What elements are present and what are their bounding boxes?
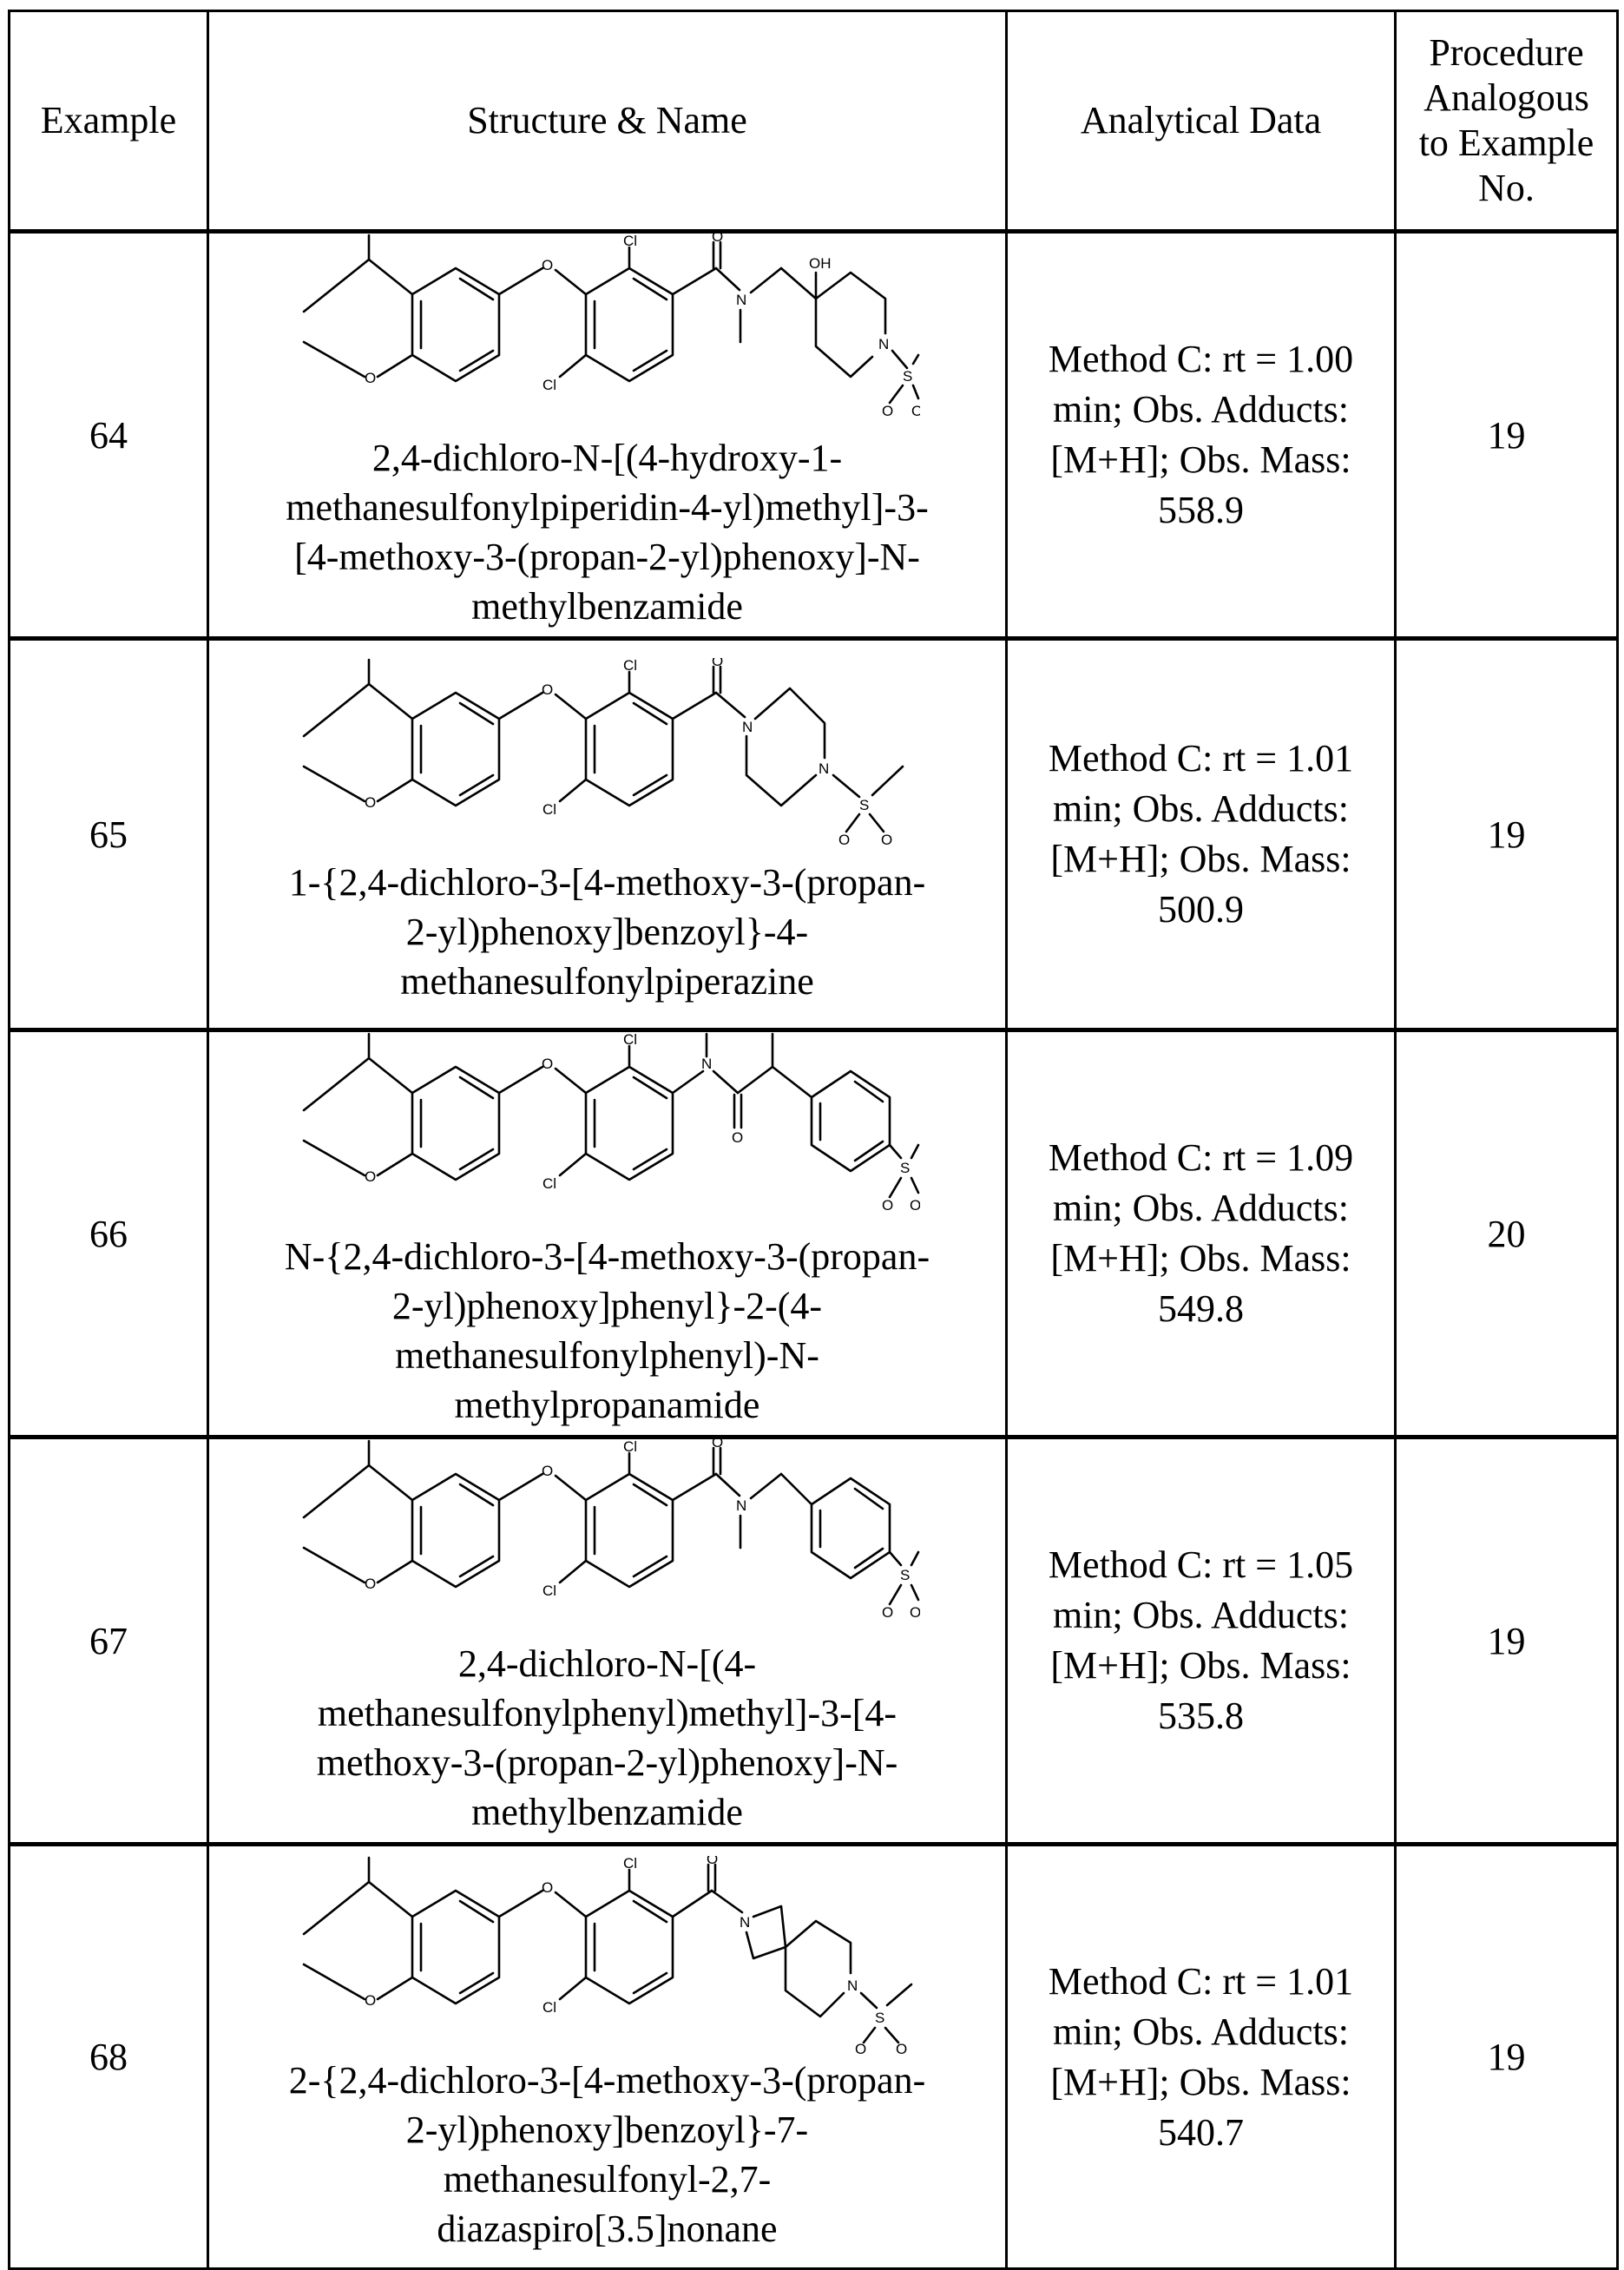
header-structure-name: Structure & Name bbox=[208, 11, 1007, 232]
svg-text:O: O bbox=[365, 1168, 376, 1185]
analytical-data: Method C: rt = 1.01min; Obs. Adducts:[M+… bbox=[1007, 1845, 1396, 2269]
chemical-structure-diagram: O O Cl Cl O N N S O O bbox=[295, 658, 920, 858]
svg-text:Cl: Cl bbox=[542, 1175, 556, 1192]
procedure-example-number: 19 bbox=[1396, 1845, 1618, 2269]
svg-text:O: O bbox=[365, 1992, 376, 2009]
svg-text:S: S bbox=[903, 368, 912, 385]
svg-text:Cl: Cl bbox=[542, 1582, 556, 1599]
structure-and-name-cell: O O Cl Cl O N S OO 2,4-dichloro- bbox=[208, 1438, 1007, 1845]
svg-text:Cl: Cl bbox=[623, 234, 637, 249]
table-header-row: Example Structure & Name Analytical Data… bbox=[10, 11, 1618, 232]
analytical-data: Method C: rt = 1.05min; Obs. Adducts:[M+… bbox=[1007, 1438, 1396, 1845]
svg-text:Cl: Cl bbox=[623, 658, 637, 674]
svg-text:OH: OH bbox=[809, 255, 832, 272]
procedure-example-number: 19 bbox=[1396, 1438, 1618, 1845]
svg-text:O: O bbox=[542, 257, 553, 273]
svg-text:O: O bbox=[542, 1879, 553, 1896]
svg-text:O: O bbox=[707, 1856, 718, 1867]
svg-text:N: N bbox=[878, 336, 889, 352]
structure-and-name-cell: O O Cl Cl O N N S O O 1-{2,4-dichloro-3-[… bbox=[208, 639, 1007, 1030]
example-number: 65 bbox=[10, 639, 208, 1030]
svg-text:N: N bbox=[742, 719, 753, 735]
procedure-example-number: 19 bbox=[1396, 639, 1618, 1030]
svg-text:S: S bbox=[900, 1567, 910, 1583]
svg-text:Cl: Cl bbox=[542, 1999, 556, 2016]
table-row: 67 O O Cl Cl O N S bbox=[10, 1438, 1618, 1845]
structure-and-name-cell: O O Cl Cl O N N S O O 2-{2,4-dichloro-3-[… bbox=[208, 1845, 1007, 2269]
svg-text:O: O bbox=[732, 1129, 743, 1146]
svg-text:Cl: Cl bbox=[623, 1856, 637, 1872]
svg-text:O: O bbox=[365, 1576, 376, 1592]
structure-and-name-cell: O O Cl Cl N O S OO N-{2 bbox=[208, 1030, 1007, 1438]
svg-text:Cl: Cl bbox=[623, 1439, 637, 1455]
svg-text:O: O bbox=[881, 832, 892, 848]
svg-text:S: S bbox=[900, 1160, 910, 1176]
svg-text:Cl: Cl bbox=[623, 1032, 637, 1048]
compound-name: 2,4-dichloro-N-[(4-methanesulfonylphenyl… bbox=[209, 1639, 1005, 1842]
svg-text:O: O bbox=[855, 2041, 866, 2056]
analytical-data: Method C: rt = 1.09min; Obs. Adducts:[M+… bbox=[1007, 1030, 1396, 1438]
example-number: 68 bbox=[10, 1845, 208, 2269]
svg-text:O: O bbox=[712, 658, 723, 669]
header-procedure: Procedure Analogous to Example No. bbox=[1396, 11, 1618, 232]
svg-text:O: O bbox=[542, 681, 553, 698]
svg-text:Cl: Cl bbox=[542, 377, 556, 393]
svg-text:O: O bbox=[882, 1197, 893, 1214]
svg-text:S: S bbox=[859, 797, 869, 813]
example-number: 67 bbox=[10, 1438, 208, 1845]
svg-text:O: O bbox=[838, 832, 850, 848]
svg-text:O: O bbox=[712, 1439, 723, 1451]
svg-text:O: O bbox=[542, 1463, 553, 1479]
analytical-data: Method C: rt = 1.00min; Obs. Adducts:[M+… bbox=[1007, 232, 1396, 639]
svg-text:O: O bbox=[542, 1056, 553, 1072]
example-number: 66 bbox=[10, 1030, 208, 1438]
svg-text:O: O bbox=[712, 234, 723, 245]
svg-text:O: O bbox=[911, 403, 920, 419]
svg-text:N: N bbox=[736, 1497, 746, 1514]
svg-text:O: O bbox=[910, 1197, 920, 1214]
procedure-example-number: 19 bbox=[1396, 232, 1618, 639]
chemical-structure-diagram: O O Cl Cl O N S OO bbox=[295, 1439, 920, 1639]
compound-name: N-{2,4-dichloro-3-[4-methoxy-3-(propan-2… bbox=[209, 1232, 1005, 1435]
svg-text:N: N bbox=[819, 760, 829, 777]
svg-text:O: O bbox=[365, 794, 376, 811]
header-example: Example bbox=[10, 11, 208, 232]
table-row: 66 O O Cl Cl N O bbox=[10, 1030, 1618, 1438]
header-analytical-data: Analytical Data bbox=[1007, 11, 1396, 232]
compound-table: Example Structure & Name Analytical Data… bbox=[8, 10, 1619, 2270]
structure-and-name-cell: O O Cl Cl O N OH N S bbox=[208, 232, 1007, 639]
analytical-data: Method C: rt = 1.01min; Obs. Adducts:[M+… bbox=[1007, 639, 1396, 1030]
table-row: 65 O O Cl Cl O N N S bbox=[10, 639, 1618, 1030]
compound-name: 2-{2,4-dichloro-3-[4-methoxy-3-(propan-2… bbox=[209, 2056, 1005, 2259]
svg-text:S: S bbox=[875, 2010, 884, 2026]
compound-name: 2,4-dichloro-N-[(4-hydroxy-1-methanesulf… bbox=[209, 433, 1005, 636]
svg-text:O: O bbox=[365, 370, 376, 386]
svg-text:O: O bbox=[882, 403, 893, 419]
compound-name: 1-{2,4-dichloro-3-[4-methoxy-3-(propan-2… bbox=[209, 858, 1005, 1011]
chemical-structure-diagram: O O Cl Cl O N OH N S bbox=[295, 234, 920, 433]
table-row: 64 O O Cl Cl O N bbox=[10, 232, 1618, 639]
table-row: 68 O O Cl Cl O N N S bbox=[10, 1845, 1618, 2269]
svg-text:O: O bbox=[882, 1604, 893, 1621]
svg-text:N: N bbox=[736, 292, 746, 308]
svg-text:Cl: Cl bbox=[542, 801, 556, 818]
svg-text:N: N bbox=[847, 1977, 858, 1994]
procedure-example-number: 20 bbox=[1396, 1030, 1618, 1438]
chemical-structure-diagram: O O Cl Cl O N N S O O bbox=[295, 1856, 920, 2056]
svg-text:O: O bbox=[896, 2041, 907, 2056]
svg-text:N: N bbox=[701, 1056, 712, 1072]
example-number: 64 bbox=[10, 232, 208, 639]
svg-text:N: N bbox=[740, 1914, 750, 1931]
chemical-structure-diagram: O O Cl Cl N O S OO bbox=[295, 1032, 920, 1232]
svg-text:O: O bbox=[910, 1604, 920, 1621]
